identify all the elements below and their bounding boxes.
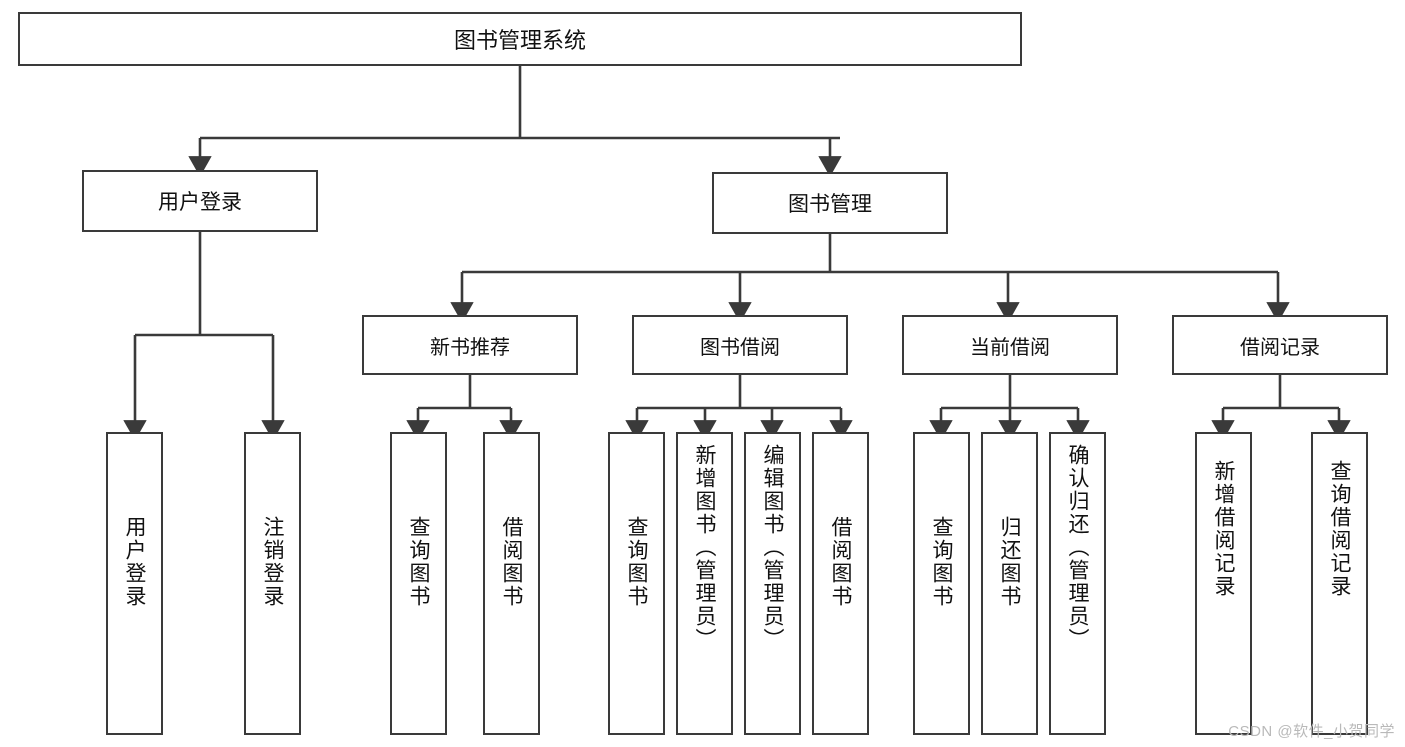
node-root-system[interactable]: 图书管理系统 [18, 12, 1022, 66]
leaf-label: 新增图书（管理员） [693, 444, 716, 651]
leaf-recommend-borrow-book[interactable]: 借阅图书 [483, 432, 540, 735]
leaf-current-confirm-return-admin[interactable]: 确认归还（管理员） [1049, 432, 1106, 735]
leaf-label: 查询借阅记录 [1328, 460, 1351, 598]
node-current-borrow[interactable]: 当前借阅 [902, 315, 1118, 375]
node-new-book-recommend[interactable]: 新书推荐 [362, 315, 578, 375]
leaf-user-login-signout[interactable]: 注销登录 [244, 432, 301, 735]
leaf-borrow-borrow-book[interactable]: 借阅图书 [812, 432, 869, 735]
leaf-label: 编辑图书（管理员） [761, 444, 784, 651]
leaf-label: 借阅图书 [500, 516, 523, 608]
node-book-borrow[interactable]: 图书借阅 [632, 315, 848, 375]
leaf-current-return-book[interactable]: 归还图书 [981, 432, 1038, 735]
leaf-current-query-book[interactable]: 查询图书 [913, 432, 970, 735]
node-book-management[interactable]: 图书管理 [712, 172, 948, 234]
leaf-label: 新增借阅记录 [1212, 460, 1235, 598]
leaf-label: 查询图书 [930, 516, 953, 608]
leaf-borrow-edit-book-admin[interactable]: 编辑图书（管理员） [744, 432, 801, 735]
leaf-label: 归还图书 [998, 516, 1021, 608]
leaf-label: 查询图书 [625, 516, 648, 608]
leaf-label: 注销登录 [261, 516, 284, 608]
leaf-borrow-add-book-admin[interactable]: 新增图书（管理员） [676, 432, 733, 735]
leaf-borrow-query-book[interactable]: 查询图书 [608, 432, 665, 735]
watermark-text: CSDN @软件_小贺同学 [1228, 723, 1395, 740]
leaf-label: 借阅图书 [829, 516, 852, 608]
leaf-user-login-signin[interactable]: 用户登录 [106, 432, 163, 735]
leaf-record-query-borrow-record[interactable]: 查询借阅记录 [1311, 432, 1368, 735]
leaf-record-add-borrow-record[interactable]: 新增借阅记录 [1195, 432, 1252, 735]
leaf-recommend-query-book[interactable]: 查询图书 [390, 432, 447, 735]
node-user-login[interactable]: 用户登录 [82, 170, 318, 232]
leaf-label: 用户登录 [123, 516, 146, 608]
leaf-label: 查询图书 [407, 516, 430, 608]
leaf-label: 确认归还（管理员） [1066, 444, 1089, 651]
node-borrow-record[interactable]: 借阅记录 [1172, 315, 1388, 375]
